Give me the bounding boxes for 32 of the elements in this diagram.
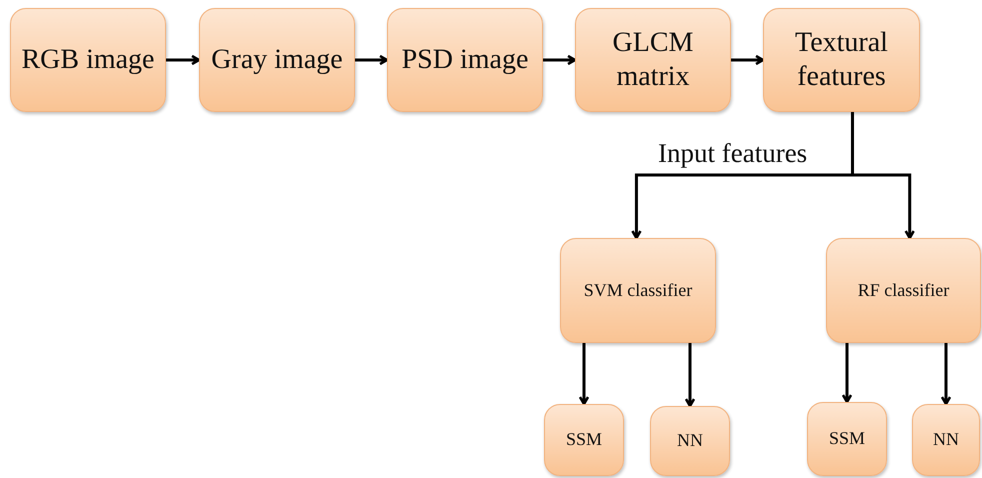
- arrow: [543, 54, 576, 66]
- node-label: SSM: [566, 429, 602, 451]
- node-label: NN: [677, 430, 703, 452]
- process-box: [560, 238, 716, 343]
- node-label: Textural features: [794, 26, 889, 94]
- node-label: PSD image: [402, 43, 528, 77]
- node-label: GLCM matrix: [612, 26, 694, 94]
- node-label: Gray image: [211, 43, 343, 77]
- process-box: [650, 406, 730, 476]
- arrow: [166, 54, 200, 66]
- node-label: RGB image: [22, 43, 154, 77]
- arrow: [940, 343, 952, 406]
- arrow: [851, 112, 915, 240]
- process-box: [912, 404, 980, 476]
- process-box: [826, 238, 981, 343]
- arrow: [578, 343, 590, 406]
- process-box: [387, 8, 543, 112]
- arrow: [684, 343, 696, 408]
- process-box: [763, 8, 920, 112]
- process-box: [807, 402, 887, 476]
- edge-label: Input features: [658, 140, 808, 167]
- process-box: [199, 8, 355, 112]
- arrow: [731, 54, 764, 66]
- node-label: RF classifier: [858, 280, 950, 302]
- node-label: NN: [933, 429, 959, 451]
- arrow: [842, 343, 852, 404]
- node-label: SSM: [828, 428, 866, 450]
- process-box: [575, 8, 731, 112]
- arrow: [355, 54, 388, 66]
- process-box: [544, 404, 624, 476]
- node-label: SVM classifier: [584, 280, 692, 302]
- process-box: [10, 8, 166, 112]
